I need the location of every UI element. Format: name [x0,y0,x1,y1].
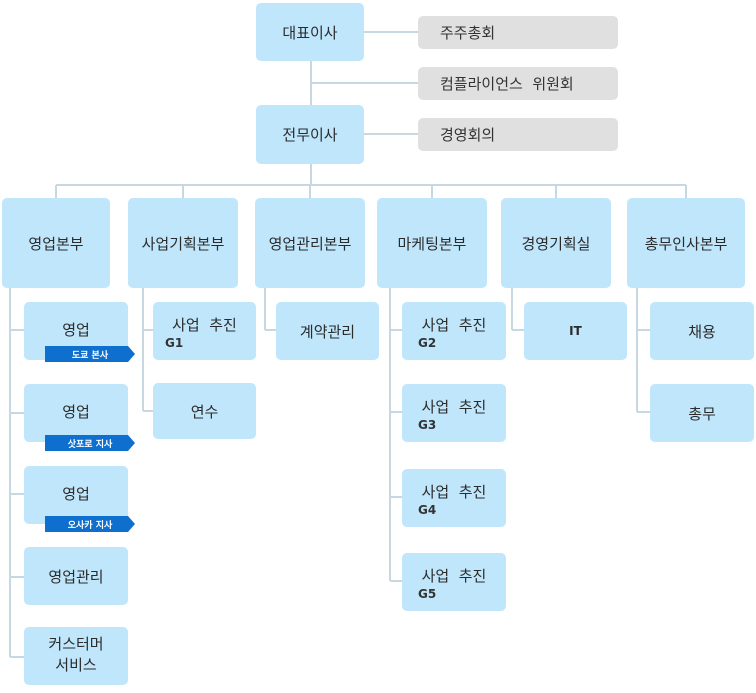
division-general-hr[interactable]: 총무인사본부 [627,198,745,288]
management-meeting-label: 경영회의 [440,126,496,144]
division-sales[interactable]: 영업본부 [2,198,110,288]
group-g4-label: G4 [418,503,437,517]
division-sales-management[interactable]: 영업관리본부 [255,198,365,288]
ceo-box[interactable]: 대표이사 [256,3,364,61]
contract-management-unit[interactable]: 계약관리 [276,302,379,360]
group-g3-label: G3 [418,418,437,432]
business-promotion-label: 사업 추진 [421,483,487,501]
division-marketing-label: 마케팅본부 [397,234,467,253]
division-sales-label: 영업본부 [28,234,84,253]
group-g1-label: G1 [165,336,184,350]
group-g2-label: G2 [418,336,437,350]
recruitment-unit-label: 채용 [688,322,716,341]
sapporo-badge-label: 삿포로 지사 [67,439,113,450]
sales-unit-label: 영업 [62,485,90,503]
general-affairs-unit[interactable]: 총무 [650,384,754,442]
business-promotion-g5[interactable]: 사업 추진 G5 [402,553,506,611]
business-promotion-g3[interactable]: 사업 추진 G3 [402,384,506,442]
business-promotion-label: 사업 추진 [421,567,487,585]
osaka-badge-label: 오사카 지사 [67,520,113,531]
division-marketing[interactable]: 마케팅본부 [377,198,487,288]
sales-unit-label: 영업 [62,403,90,421]
division-sales-management-label: 영업관리본부 [268,234,352,253]
sapporo-badge: 삿포로 지사 [45,435,135,451]
training-unit[interactable]: 연수 [153,383,256,439]
sales-management-unit-label: 영업관리 [48,567,104,586]
osaka-badge: 오사카 지사 [45,516,135,532]
division-business-planning-label: 사업기획본부 [141,234,225,253]
group-g5-label: G5 [418,587,437,601]
business-promotion-label: 사업 추진 [172,316,237,334]
division-management-planning-label: 경영기획실 [521,234,591,253]
business-promotion-label: 사업 추진 [421,398,487,416]
recruitment-unit[interactable]: 채용 [650,302,754,360]
management-meeting-box[interactable]: 경영회의 [418,118,618,151]
business-promotion-label: 사업 추진 [421,316,487,334]
business-promotion-g4[interactable]: 사업 추진 G4 [402,469,506,527]
it-unit-label: IT [569,324,582,338]
sales-unit-osaka[interactable]: 영업 [24,466,128,524]
compliance-label: 컴플라이언스 위원회 [440,75,574,93]
business-promotion-g2[interactable]: 사업 추진 G2 [402,302,506,360]
managing-director-box[interactable]: 전무이사 [256,105,364,164]
compliance-box[interactable]: 컴플라이언스 위원회 [418,67,618,100]
it-unit[interactable]: IT [524,302,627,360]
sales-unit-sapporo[interactable]: 영업 [24,384,128,442]
shareholders-box[interactable]: 주주총회 [418,16,618,49]
ceo-label: 대표이사 [282,23,338,42]
tokyo-badge: 도쿄 본사 [45,346,135,362]
contract-management-label: 계약관리 [299,322,356,341]
sales-management-unit[interactable]: 영업관리 [24,547,128,605]
business-promotion-g1[interactable]: 사업 추진 G1 [153,302,256,360]
customer-service-line2: 서비스 [55,656,97,674]
tokyo-badge-label: 도쿄 본사 [71,350,109,361]
division-business-planning[interactable]: 사업기획본부 [128,198,238,288]
division-general-hr-label: 총무인사본부 [644,234,728,253]
general-affairs-unit-label: 총무 [688,404,716,423]
customer-service-line1: 커스터머 [48,635,104,653]
customer-service-unit[interactable]: 커스터머 서비스 [24,627,128,685]
sales-unit-label: 영업 [62,321,90,339]
division-management-planning[interactable]: 경영기획실 [501,198,611,288]
managing-director-label: 전무이사 [282,126,338,144]
shareholders-label: 주주총회 [440,24,496,42]
training-unit-label: 연수 [190,402,219,421]
